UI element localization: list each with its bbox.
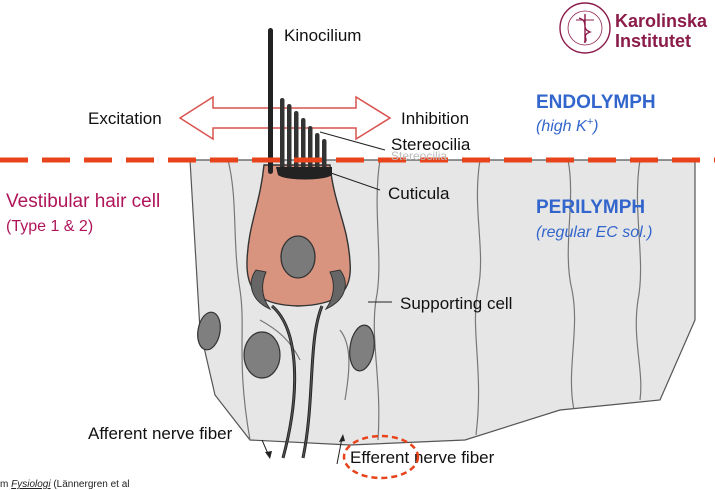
efferent-fiber-inner — [302, 305, 323, 459]
afferent-arrowhead — [265, 451, 272, 459]
citation: m Fysiologi (Lännergren et al — [0, 479, 130, 490]
cell-boundaries — [227, 160, 642, 441]
hair-cell-title: Vestibular hair cell — [6, 191, 160, 212]
stereocilium — [308, 126, 313, 174]
perilymph-label: PERILYMPH — [536, 197, 645, 218]
afferent-fiber-inner — [271, 305, 296, 459]
kinocilium-label: Kinocilium — [284, 26, 361, 45]
stereocilia-ghost-label: Stereocilia — [391, 149, 447, 163]
supporting-cell-nuclei — [197, 311, 375, 379]
efferent-label: Efferent nerve fiber — [350, 448, 495, 467]
supporting-nucleus — [349, 324, 375, 372]
endolymph-desc-sup: + — [587, 116, 594, 128]
logo-seal — [559, 2, 611, 54]
supporting-nucleus — [243, 331, 281, 379]
citation-prefix: m — [0, 479, 11, 490]
excitation-inhibition-arrow — [178, 95, 392, 141]
excitation-label: Excitation — [88, 109, 162, 128]
afferent-label: Afferent nerve fiber — [88, 424, 233, 443]
nerve-fibers — [261, 304, 345, 465]
endolymph-label: ENDOLYMPH — [536, 92, 656, 113]
citation-suffix: (Lännergren et al — [51, 479, 130, 490]
efferent-direction-arrow — [336, 437, 343, 465]
hair-cell-subtitle: (Type 1 & 2) — [6, 218, 93, 235]
nerve-calyx-left — [250, 269, 272, 311]
inhibition-label: Inhibition — [401, 109, 469, 128]
nerve-calyx-right — [324, 269, 346, 311]
stereocilium — [315, 133, 320, 174]
hair-cell — [246, 164, 351, 311]
perilymph-description: (regular EC sol.) — [536, 224, 652, 241]
stereocilium — [294, 111, 299, 174]
karolinska-logo: Karolinska Institutet — [559, 2, 708, 54]
cuticula-plate — [276, 167, 332, 180]
hair-cell-nucleus — [280, 235, 316, 279]
stereocilium — [322, 139, 327, 174]
kinocilium — [268, 28, 273, 174]
stereocilium — [287, 104, 292, 174]
endolymph-desc-prefix: (high K — [536, 118, 588, 135]
supporting-nucleus — [197, 311, 221, 351]
endolymph-desc-suffix: ) — [591, 118, 598, 135]
logo-name-line1: Karolinska — [615, 11, 708, 31]
cuticula-label: Cuticula — [388, 184, 450, 203]
efferent-arrowhead — [339, 434, 345, 442]
stereocilium — [280, 98, 285, 174]
supporting-cell-label: Supporting cell — [400, 294, 512, 313]
stereocilia-label: Stereocilia — [391, 135, 471, 154]
citation-title: Fysiologi — [11, 479, 51, 490]
stereocilia-pointer — [319, 131, 386, 151]
stereocilium — [301, 118, 306, 174]
endolymph-description: (high K+) — [536, 116, 598, 135]
hair-bundle — [268, 28, 332, 180]
cuticula-pointer — [327, 171, 381, 191]
logo-name-line2: Institutet — [615, 31, 691, 51]
efferent-highlight-circle — [342, 434, 420, 480]
